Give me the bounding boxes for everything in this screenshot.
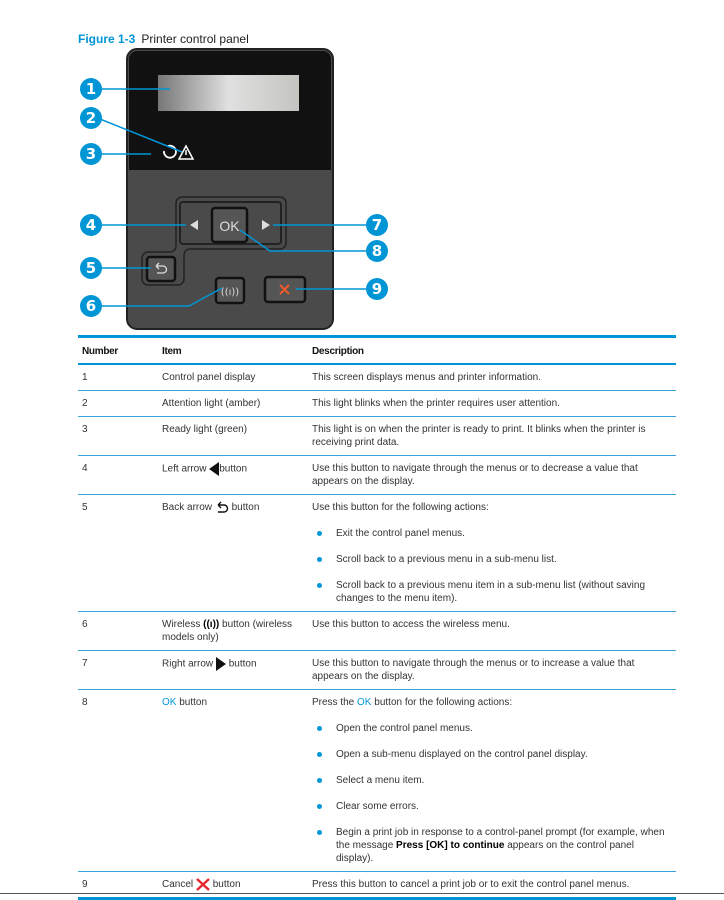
- cell-description: This light is on when the printer is rea…: [308, 416, 676, 456]
- list-item: Open a sub-menu displayed on the control…: [312, 748, 672, 761]
- header-number: Number: [78, 336, 158, 365]
- list-item: Exit the control panel menus.: [312, 527, 672, 540]
- cell-item: Wireless ((ı)) button (wireless models o…: [158, 611, 308, 651]
- cell-number: 6: [78, 611, 158, 651]
- callout-5: 5: [80, 257, 102, 279]
- callout-4: 4: [80, 214, 102, 236]
- right-arrow-button: [262, 220, 270, 230]
- cancel-x-icon: [196, 878, 210, 891]
- left-arrow-icon: [209, 462, 220, 476]
- table-row: 7 Right arrow button Use this button to …: [78, 650, 676, 690]
- cell-number: 5: [78, 494, 158, 612]
- cell-number: 3: [78, 416, 158, 456]
- cell-description: Use this button to navigate through the …: [308, 650, 676, 690]
- cell-number: 4: [78, 455, 158, 495]
- cell-number: 8: [78, 689, 158, 872]
- figure-caption: Figure 1-3 Printer control panel: [78, 32, 249, 46]
- cell-item: Ready light (green): [158, 416, 308, 456]
- cell-item: Control panel display: [158, 364, 308, 391]
- header-item: Item: [158, 336, 308, 365]
- table-row: 4 Left arrow button Use this button to n…: [78, 455, 676, 495]
- cell-description: Use this button for the following action…: [308, 494, 676, 612]
- nav-bezel: [141, 196, 287, 286]
- back-button: [145, 255, 177, 283]
- figure-number: Figure 1-3: [78, 32, 136, 46]
- table-row: 9 Cancel button Press this button to can…: [78, 871, 676, 900]
- cell-item: OK button: [158, 689, 308, 872]
- cell-description: This screen displays menus and printer i…: [308, 364, 676, 391]
- cell-item: Left arrow button: [158, 455, 308, 495]
- cell-item: Right arrow button: [158, 650, 308, 690]
- header-description: Description: [308, 336, 676, 365]
- wireless-icon: ((ı)): [203, 619, 220, 630]
- page-bottom-rule: [0, 893, 724, 894]
- figure-title: Printer control panel: [141, 32, 249, 46]
- control-panel-illustration: OK ((ı)): [99, 48, 367, 330]
- ready-light-icon: [163, 144, 177, 159]
- cell-description: Use this button to navigate through the …: [308, 455, 676, 495]
- list-item: Open the control panel menus.: [312, 722, 672, 735]
- control-panel-display: [158, 75, 299, 111]
- svg-text:((ı)): ((ı)): [221, 287, 239, 298]
- callout-3: 3: [80, 143, 102, 165]
- right-arrow-icon: [215, 657, 226, 671]
- cell-item: Attention light (amber): [158, 390, 308, 417]
- callout-8: 8: [366, 240, 388, 262]
- list-item: Clear some errors.: [312, 800, 672, 813]
- cell-number: 1: [78, 364, 158, 391]
- cell-description: Press the OK button for the following ac…: [308, 689, 676, 872]
- left-arrow-button: [190, 220, 198, 230]
- cell-description: Press this button to cancel a print job …: [308, 871, 676, 900]
- callout-1: 1: [80, 78, 102, 100]
- ok-button: [210, 206, 249, 244]
- cell-item: Back arrow button: [158, 494, 308, 612]
- callout-6: 6: [80, 295, 102, 317]
- list-item: Begin a print job in response to a contr…: [312, 826, 672, 865]
- callout-7: 7: [366, 214, 388, 236]
- attention-light-icon: [177, 144, 195, 160]
- table-row: 6 Wireless ((ı)) button (wireless models…: [78, 611, 676, 651]
- ok-button-label: OK: [219, 218, 240, 234]
- list-item: Scroll back to a previous menu item in a…: [312, 579, 672, 605]
- cell-item: Cancel button: [158, 871, 308, 900]
- leader-lines: [99, 88, 367, 307]
- table-row: 8 OK button Press the OK button for the …: [78, 689, 676, 872]
- table-row: 5 Back arrow button Use this button for …: [78, 494, 676, 612]
- cell-number: 9: [78, 871, 158, 900]
- cell-description: This light blinks when the printer requi…: [308, 390, 676, 417]
- back-arrow-icon: [217, 501, 228, 514]
- cell-number: 7: [78, 650, 158, 690]
- callout-2: 2: [80, 107, 102, 129]
- cell-number: 2: [78, 390, 158, 417]
- list-item: Scroll back to a previous menu in a sub-…: [312, 553, 672, 566]
- cell-description: Use this button to access the wireless m…: [308, 611, 676, 651]
- callout-9: 9: [366, 278, 388, 300]
- list-item: Select a menu item.: [312, 774, 672, 787]
